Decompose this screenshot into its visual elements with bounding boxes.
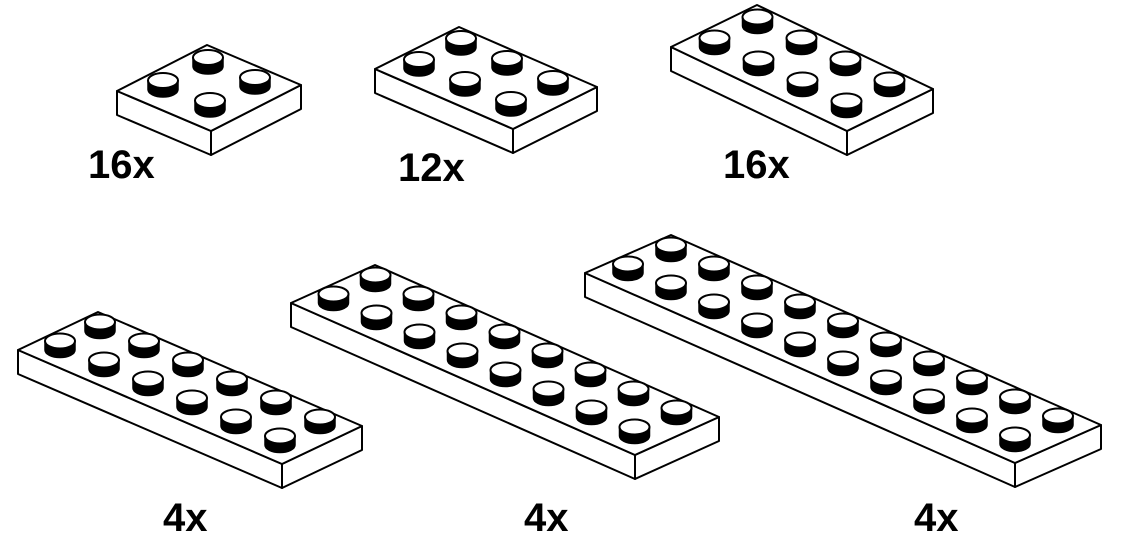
count-label-plate-2x4: 16x [723, 143, 790, 187]
stud [827, 350, 859, 377]
count-label-plate-2x10: 4x [914, 496, 959, 540]
stud [192, 49, 224, 75]
stud [403, 323, 436, 350]
stud [260, 389, 292, 416]
stud [784, 331, 816, 358]
stud [531, 342, 564, 369]
stud [999, 388, 1031, 415]
stud [317, 285, 350, 312]
stud [999, 426, 1031, 453]
stud [574, 361, 607, 388]
stud [216, 370, 248, 397]
stud [44, 332, 76, 359]
stud [403, 51, 435, 77]
stud [655, 236, 687, 263]
stud [618, 418, 651, 445]
stud [786, 71, 819, 98]
stud [698, 255, 730, 282]
stud [913, 350, 945, 377]
stud [445, 304, 478, 331]
count-label-plate-2x3: 12x [398, 146, 465, 190]
stud [741, 312, 773, 339]
stud [785, 29, 818, 56]
stud [239, 69, 271, 95]
stud [537, 70, 569, 96]
stud [495, 91, 527, 117]
stud [304, 408, 336, 435]
stud [870, 331, 902, 358]
stud [827, 312, 859, 339]
plate-2x2 [116, 44, 302, 156]
stud [402, 285, 435, 312]
stud [88, 351, 120, 378]
stud [532, 380, 565, 407]
stud [698, 29, 731, 56]
stud [913, 388, 945, 415]
stud [359, 266, 392, 293]
count-label-plate-2x6: 4x [163, 496, 208, 540]
count-label-plate-2x2: 16x [88, 143, 155, 187]
stud [660, 399, 693, 426]
stud [84, 313, 116, 340]
stud [491, 50, 523, 76]
stud [956, 407, 988, 434]
stud [132, 370, 164, 397]
stud [956, 369, 988, 396]
stud [176, 389, 208, 416]
plate-2x8 [290, 264, 720, 480]
stud [784, 293, 816, 320]
stud [445, 30, 477, 56]
stud [489, 361, 522, 388]
stud [147, 72, 179, 98]
plate-2x4 [670, 4, 934, 156]
stud [446, 342, 479, 369]
plate-2x6 [17, 311, 363, 489]
stud [698, 293, 730, 320]
stud [870, 369, 902, 396]
stud [655, 274, 687, 301]
count-label-plate-2x8: 4x [524, 496, 569, 540]
stud [612, 255, 644, 282]
stud [449, 71, 481, 97]
stud [575, 399, 608, 426]
stud [264, 427, 296, 454]
stud [829, 50, 862, 77]
plate-2x3 [374, 26, 598, 154]
stud [172, 351, 204, 378]
stud [488, 323, 521, 350]
stud [1042, 407, 1074, 434]
stud [194, 92, 226, 118]
stud [617, 380, 650, 407]
stud [128, 332, 160, 359]
stud [220, 408, 252, 435]
stud [830, 92, 863, 119]
plate-2x10 [584, 234, 1102, 488]
stud [873, 71, 906, 98]
stud [741, 274, 773, 301]
stud [360, 304, 393, 331]
stud [742, 50, 775, 77]
stud [741, 8, 774, 35]
